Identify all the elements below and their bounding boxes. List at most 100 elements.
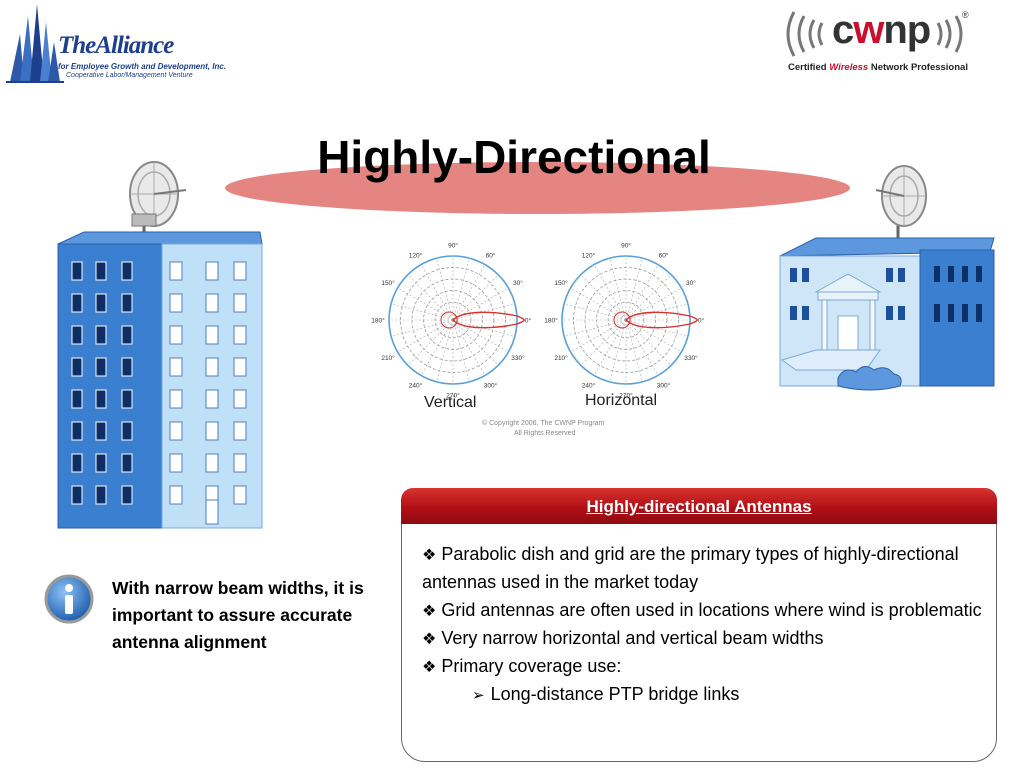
window	[169, 485, 183, 505]
window	[121, 421, 133, 441]
window	[95, 261, 107, 281]
sub-list-item: ➢Long-distance PTP bridge links	[472, 684, 740, 705]
window	[71, 357, 83, 377]
grid-dish-antenna-icon	[875, 165, 927, 238]
cwnp-tagline: Certified Wireless Network Professional	[788, 62, 968, 73]
window	[233, 293, 247, 313]
sub-bullet-glyph: ➢	[472, 687, 485, 705]
main-lobe	[452, 311, 525, 329]
tall-building-illustration	[57, 161, 263, 529]
cwnp-logo: cwnp ® Certified Wireless Network Profes…	[780, 6, 980, 78]
polar-spoke	[580, 319, 627, 366]
alliance-tower-icon	[6, 4, 64, 83]
window	[169, 357, 183, 377]
angle-label: 300°	[484, 381, 498, 389]
angle-label: 300°	[657, 381, 671, 389]
list-item: ❖Very narrow horizontal and vertical bea…	[422, 627, 824, 648]
window	[233, 325, 247, 345]
list-item: ❖Primary coverage use:	[422, 656, 622, 677]
panel-header: Highly-directional Antennas	[401, 488, 997, 524]
window	[233, 421, 247, 441]
window	[95, 325, 107, 345]
polar-spoke	[452, 258, 470, 321]
window	[169, 421, 183, 441]
polar-spoke	[452, 274, 499, 321]
angle-label: 180°	[371, 317, 385, 325]
window	[233, 485, 247, 505]
bullet-glyph: ❖	[422, 547, 437, 564]
angle-label: 0°	[698, 317, 705, 325]
angle-label: 90°	[448, 242, 458, 250]
angle-label: 150°	[381, 279, 395, 287]
list-item: ❖Parabolic dish and grid are the primary…	[422, 544, 959, 593]
polar-spoke	[570, 287, 627, 321]
vertical-pattern-label: Vertical	[424, 394, 477, 411]
polar-spoke	[407, 274, 454, 321]
angle-label: 90°	[621, 242, 631, 250]
alliance-subtitle: for Employee Growth and Development, Inc…	[58, 62, 227, 71]
window	[95, 293, 107, 313]
polar-spoke	[625, 319, 682, 353]
panel-header-title: Highly-directional Antennas	[586, 497, 812, 516]
angle-label: 0°	[525, 317, 532, 325]
window	[71, 389, 83, 409]
window	[71, 421, 83, 441]
polar-spoke	[609, 258, 627, 321]
window	[205, 453, 219, 473]
window	[121, 325, 133, 345]
polar-spoke	[407, 319, 454, 366]
list-item: ❖Grid antennas are often used in locatio…	[422, 599, 982, 620]
window	[233, 261, 247, 281]
page-title: Highly-Directional	[317, 131, 711, 183]
polar-spoke	[625, 319, 672, 366]
window	[169, 293, 183, 313]
window	[95, 421, 107, 441]
polar-ring	[561, 255, 691, 385]
copyright-text: © Copyright 2006, The CWNP Program	[482, 420, 605, 427]
angle-label: 270°	[619, 392, 633, 400]
window	[233, 453, 247, 473]
polar-spoke	[625, 303, 688, 321]
cwnp-name: cwnp	[832, 8, 931, 52]
angle-label: 240°	[582, 381, 596, 389]
window	[233, 357, 247, 377]
polar-spoke	[391, 303, 454, 321]
window	[169, 389, 183, 409]
window	[95, 453, 107, 473]
angle-label: 60°	[659, 252, 669, 260]
rights-text: All Rights Reserved	[514, 430, 576, 437]
bullet-glyph: ❖	[422, 602, 437, 620]
polar-spoke	[452, 319, 499, 366]
window	[121, 261, 133, 281]
angle-label: 30°	[686, 279, 696, 287]
window	[205, 261, 219, 281]
angle-label: 120°	[582, 252, 596, 260]
alliance-tagline: Cooperative Labor/Management Venture	[66, 72, 193, 79]
side-lobe	[440, 311, 458, 329]
angle-label: 60°	[486, 252, 496, 260]
window	[169, 261, 183, 281]
grid-dish-antenna-icon	[129, 161, 187, 232]
angle-label: 210°	[381, 354, 395, 362]
polar-spoke	[625, 319, 643, 382]
polar-spoke	[625, 274, 672, 321]
polar-spoke	[625, 319, 688, 337]
window	[71, 261, 83, 281]
window	[71, 325, 83, 345]
angle-label: 240°	[409, 381, 423, 389]
polar-spoke	[452, 319, 470, 382]
alliance-logo: TheAlliance for Employee Growth and Deve…	[6, 4, 226, 86]
window	[205, 499, 219, 525]
angle-label: 30°	[513, 279, 523, 287]
radiation-pattern-figure: 90° 120° 60° 150° 30° 180° 0° 210° 330° 240° 300° 2…	[371, 242, 705, 400]
window	[121, 293, 133, 313]
title-ellipse	[225, 162, 850, 214]
bullet-list: ❖Parabolic dish and grid are the primary…	[422, 541, 990, 710]
polar-spoke	[625, 287, 682, 321]
window	[121, 453, 133, 473]
window	[205, 421, 219, 441]
window	[71, 453, 83, 473]
angle-label: 330°	[684, 354, 698, 362]
window	[205, 357, 219, 377]
main-lobe	[625, 311, 698, 329]
